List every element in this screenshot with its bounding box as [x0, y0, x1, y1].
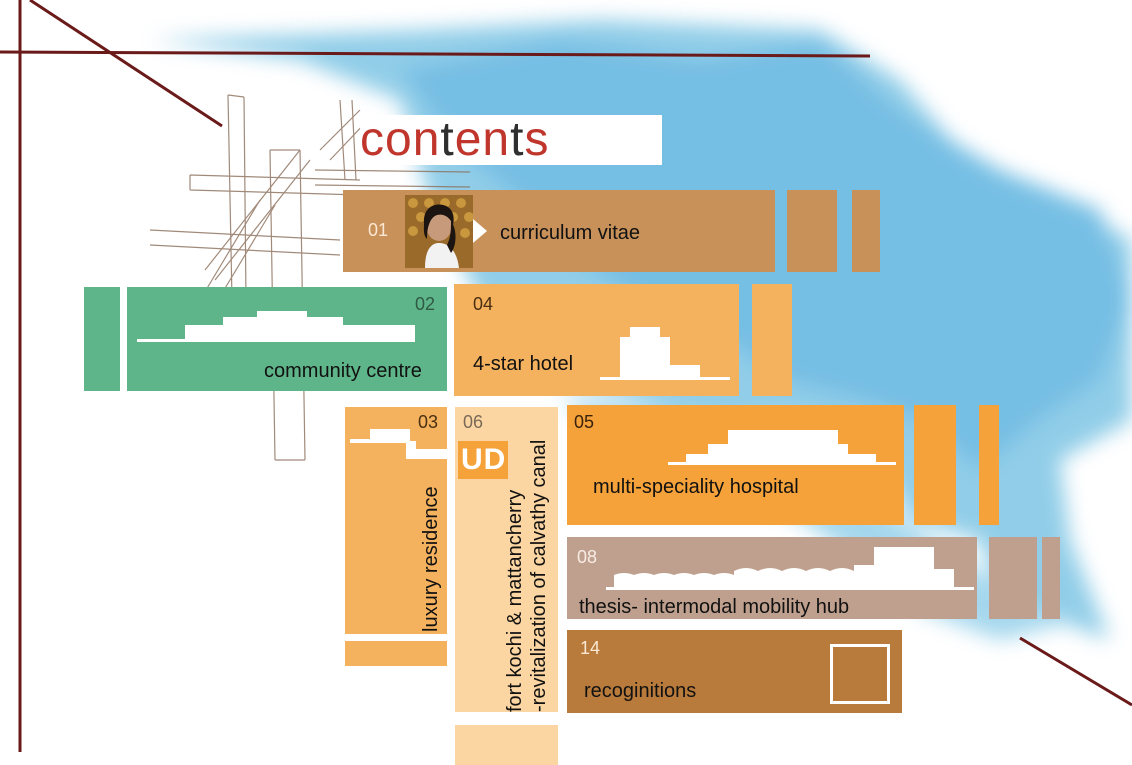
- hotel-label: 4-star hotel: [473, 353, 574, 375]
- title-part-5: s: [524, 113, 550, 166]
- residence-block[interactable]: [345, 407, 447, 634]
- thesis-label: thesis- intermodal mobility hub: [579, 596, 850, 618]
- community-building-silhouette: [137, 311, 415, 342]
- avatar: [405, 195, 474, 268]
- recognitions-block[interactable]: [567, 630, 902, 713]
- ud-badge: UD: [458, 441, 508, 479]
- cv-accent-bar-1: [787, 190, 837, 272]
- hotel-number: 04: [473, 294, 494, 314]
- community-number: 02: [415, 294, 436, 314]
- cv-label: curriculum vitae: [500, 222, 641, 244]
- hotel-building-silhouette: [600, 327, 730, 380]
- title-part-3: en: [454, 113, 511, 166]
- urban-label-line-1: fort kochi & mattancherry: [504, 489, 526, 712]
- residence-building-silhouette: [350, 429, 447, 459]
- thesis-number: 08: [577, 547, 598, 567]
- hospital-label: multi-speciality hospital: [593, 476, 799, 498]
- hospital-number: 05: [574, 412, 595, 432]
- residence-label: luxury residence: [420, 486, 442, 632]
- community-label: community centre: [264, 360, 422, 382]
- ud-badge-text: UD: [461, 443, 507, 476]
- thesis-accent-bar-1: [989, 537, 1037, 619]
- recognitions-number: 14: [580, 638, 601, 658]
- cv-accent-bar-2: [852, 190, 880, 272]
- residence-bottom-bar: [345, 641, 447, 666]
- hotel-side-bar: [752, 284, 792, 396]
- cv-number: 01: [368, 220, 389, 240]
- thesis-accent-bar-2: [1042, 537, 1060, 619]
- title-part-2: t: [440, 113, 455, 166]
- hospital-building-silhouette: [668, 430, 896, 465]
- frame-square-icon: [830, 644, 890, 704]
- hospital-accent-bar-1: [914, 405, 956, 525]
- urban-label-line-2: -revitalization of calvathy canal: [528, 439, 550, 712]
- urban-bottom-bar: [455, 725, 558, 765]
- page-title: contents: [360, 115, 662, 165]
- urban-number: 06: [463, 412, 484, 432]
- residence-number: 03: [418, 412, 439, 432]
- thesis-building-silhouette: [606, 547, 974, 590]
- recognitions-label: recoginitions: [584, 680, 697, 702]
- title-part-1: con: [360, 113, 441, 166]
- title-part-4: t: [510, 113, 525, 166]
- hospital-accent-bar-2: [979, 405, 999, 525]
- cv-pointer-icon: [473, 219, 487, 243]
- community-side-bar: [84, 287, 120, 391]
